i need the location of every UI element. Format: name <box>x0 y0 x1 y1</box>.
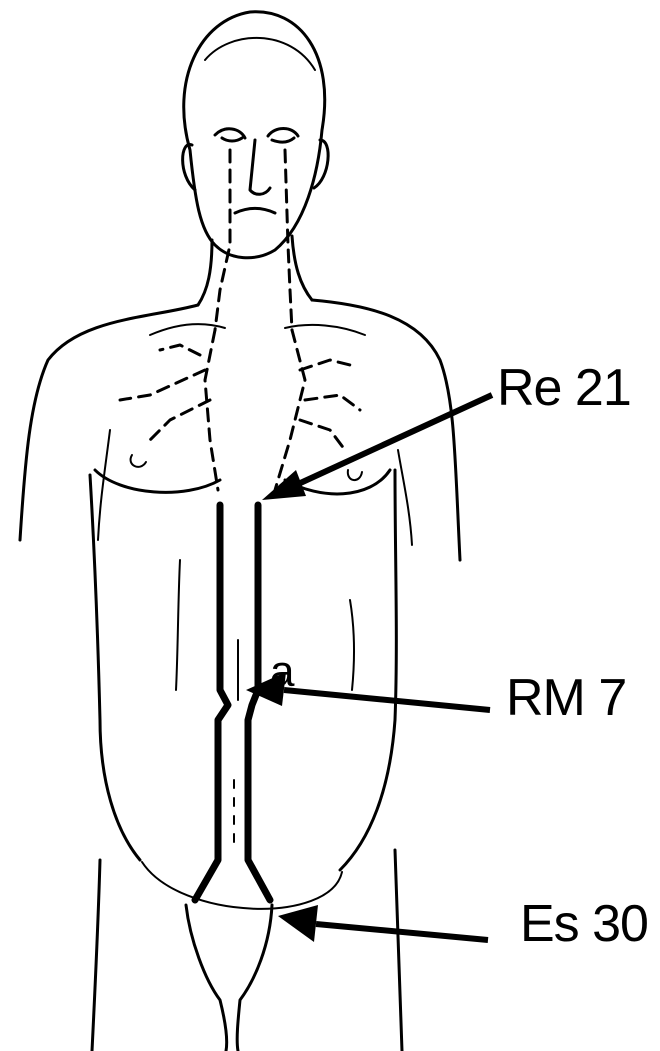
right-arm-inner <box>398 450 412 545</box>
segment-label-a: a <box>270 650 293 694</box>
mouth <box>235 209 275 214</box>
point-label-re21: Re 21 <box>497 362 631 414</box>
arrow-rm-shaft <box>284 690 490 710</box>
left-groin <box>186 905 227 1051</box>
left-shoulder <box>20 305 198 540</box>
meridian-branch-right-3 <box>305 395 360 410</box>
left-eye <box>215 129 245 141</box>
neck-right <box>292 236 312 300</box>
left-pectoral <box>95 470 220 492</box>
meridian-branch-left-4 <box>160 345 200 355</box>
point-label-es30: Es 30 <box>520 898 648 950</box>
left-flank <box>176 560 180 690</box>
arrow-es-head <box>278 905 318 942</box>
left-nipple <box>131 455 146 467</box>
right-nipple <box>348 470 362 480</box>
arrow-es-shaft <box>316 924 488 940</box>
meridian-bold-left <box>195 505 228 900</box>
meridian-branch-left-2 <box>120 370 205 400</box>
hairline <box>205 38 315 70</box>
right-shoulder <box>312 300 460 560</box>
meridian-face-left <box>215 150 230 330</box>
meridian-branch-right-4 <box>300 420 345 450</box>
head-outline <box>184 12 325 258</box>
right-flank <box>350 600 354 690</box>
right-clavicle <box>285 325 365 335</box>
right-groin <box>237 905 272 1051</box>
inguinal-line <box>142 862 342 909</box>
right-eye <box>268 129 298 143</box>
right-torso <box>340 470 396 870</box>
arrow-re-head <box>262 470 306 500</box>
left-hip <box>92 860 100 1051</box>
meridian-bold-right <box>248 505 270 900</box>
nose <box>250 140 270 194</box>
meridian-branch-right-1 <box>275 330 305 490</box>
meridian-branch-right-2 <box>300 360 350 370</box>
right-hip <box>395 850 402 1051</box>
point-label-rm7: RM 7 <box>506 672 626 724</box>
meridian-branch-left-3 <box>150 400 210 440</box>
meridian-branch-left-1 <box>205 330 218 490</box>
neck-left <box>198 240 212 305</box>
left-arm-inner <box>98 430 110 540</box>
